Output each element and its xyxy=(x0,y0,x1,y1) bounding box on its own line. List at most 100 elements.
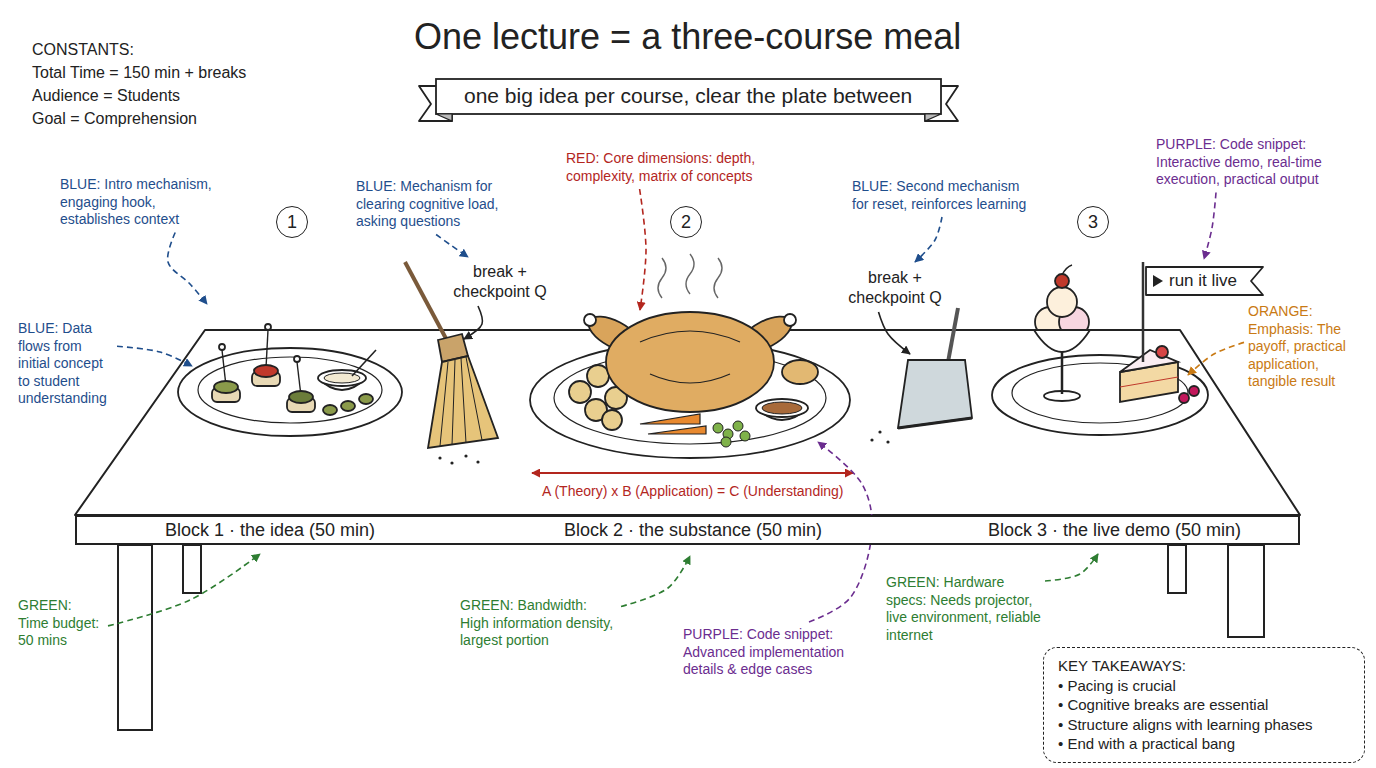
main-course-plate xyxy=(686,254,694,294)
dessert-plate xyxy=(1034,330,1090,352)
main-course-plate xyxy=(713,423,723,433)
ribbon-outline xyxy=(436,79,941,114)
broom xyxy=(476,460,479,463)
ribbon-outline xyxy=(925,114,941,121)
leader-line xyxy=(640,189,646,310)
leader-line xyxy=(621,556,690,606)
annotation-note: BLUE: Data flows from initial concept to… xyxy=(18,320,113,408)
course-number: 2 xyxy=(670,206,702,238)
appetizer-plate xyxy=(265,324,271,330)
main-course-plate xyxy=(602,410,622,430)
leader-line xyxy=(436,235,468,258)
constant-value: Goal = Comprehension xyxy=(32,109,197,129)
main-course-plate xyxy=(762,402,802,414)
main-course-plate xyxy=(584,314,596,326)
annotation-note: GREEN: Hardware specs: Needs projector, … xyxy=(886,574,1041,644)
broom xyxy=(464,454,467,457)
leader-line xyxy=(1045,554,1098,581)
leader-line xyxy=(117,346,192,366)
appetizer-plate xyxy=(323,405,337,415)
appetizer-plate xyxy=(254,365,278,377)
flag-outline xyxy=(1146,267,1263,295)
leader-line xyxy=(108,554,260,626)
formula-label: A (Theory) x B (Application) = C (Unders… xyxy=(539,483,847,501)
annotation-note: GREEN: Time budget: 50 mins xyxy=(18,597,104,650)
dessert-plate xyxy=(1189,386,1199,396)
appetizer-plate xyxy=(294,356,300,362)
takeaway-text: • Cognitive breaks are essential xyxy=(1058,695,1350,715)
leader-line xyxy=(1204,193,1216,260)
dessert-plate xyxy=(1179,393,1189,403)
callout-number: 1 xyxy=(287,213,297,231)
annotation-note: PURPLE: Code snippet: Interactive demo, … xyxy=(1156,136,1356,189)
broom xyxy=(438,456,441,459)
main-course-plate xyxy=(658,258,666,298)
dessert-plate xyxy=(1012,363,1188,423)
appetizer-plate xyxy=(318,370,366,386)
main-course-plate xyxy=(640,414,700,424)
annotation-note: BLUE: Mechanism for clearing cognitive l… xyxy=(356,178,534,231)
main-course-plate xyxy=(648,426,706,434)
appetizer-plate xyxy=(266,330,268,368)
dustpan xyxy=(886,440,889,443)
annotation-note: RED: Core dimensions: depth, complexity,… xyxy=(566,150,796,185)
takeaway-text: • Pacing is crucial xyxy=(1058,676,1350,696)
main-course-plate xyxy=(530,254,850,458)
main-course-plate xyxy=(650,374,730,383)
main-course-plate xyxy=(784,314,796,326)
appetizer-plate xyxy=(214,381,238,393)
table-leg xyxy=(183,545,201,593)
main-course-plate xyxy=(640,331,740,342)
table-leg xyxy=(118,545,152,730)
dustpan xyxy=(878,430,881,433)
block-label: Block 2 · the substance (50 min) xyxy=(564,520,822,541)
main-course-plate xyxy=(740,431,750,441)
main-course-plate xyxy=(714,258,722,298)
appetizer-plate xyxy=(352,350,376,376)
play-icon xyxy=(1153,275,1163,287)
dustpan xyxy=(870,308,972,444)
main-course-plate xyxy=(721,437,731,447)
broom xyxy=(450,461,453,464)
ribbon-banner: one big idea per course, clear the plate… xyxy=(418,78,959,122)
main-course-plate xyxy=(569,381,591,403)
annotation-note: GREEN: Bandwidth: High information densi… xyxy=(460,597,617,650)
course-number: 1 xyxy=(276,206,308,238)
main-course-plate xyxy=(782,360,818,384)
diagram-title: One lecture = a three-course meal xyxy=(414,16,961,58)
dessert-plate xyxy=(1120,377,1178,387)
leader-line xyxy=(464,306,482,339)
broom xyxy=(440,357,482,446)
dessert-plate xyxy=(1120,350,1178,372)
appetizer-plate xyxy=(198,357,382,423)
annotation-note: BLUE: Second mechanism for reset, reinfo… xyxy=(852,178,1032,213)
dustpan xyxy=(898,418,972,428)
table-leg xyxy=(1228,545,1264,637)
broom xyxy=(405,262,450,346)
banner-text: one big idea per course, clear the plate… xyxy=(464,84,912,108)
takeaway-text: • Structure aligns with learning phases xyxy=(1058,715,1350,735)
annotation-note: BLUE: Intro mechanism, engaging hook, es… xyxy=(60,176,220,229)
checkpoint-label: break + checkpoint Q xyxy=(840,268,950,308)
takeaway-text: • End with a practical bang xyxy=(1058,734,1350,754)
course-number: 3 xyxy=(1077,206,1109,238)
table-apron: Block 1 · the idea (50 min) Block 2 · the… xyxy=(75,515,1300,545)
appetizer-plate xyxy=(359,394,373,404)
dessert-plate xyxy=(992,355,1208,435)
leader-line xyxy=(879,312,911,354)
checkpoint-label: break + checkpoint Q xyxy=(445,262,555,302)
block-label: Block 1 · the idea (50 min) xyxy=(165,520,375,541)
dessert-plate xyxy=(1047,287,1077,317)
ribbon-outline xyxy=(436,114,452,121)
callout-number: 3 xyxy=(1088,213,1098,231)
dessert-plate xyxy=(1061,350,1064,394)
leader-line xyxy=(168,233,207,305)
formula-arrow xyxy=(532,473,853,474)
appetizer-plate xyxy=(178,348,402,436)
annotation-note: PURPLE: Code snippet: Advanced implement… xyxy=(683,626,858,679)
dessert-plate xyxy=(1142,262,1145,362)
constants-heading: CONSTANTS: xyxy=(32,40,134,60)
takeaways-box: KEY TAKEAWAYS:• Pacing is crucial• Cogni… xyxy=(1043,647,1365,763)
appetizer-plate xyxy=(219,344,225,350)
